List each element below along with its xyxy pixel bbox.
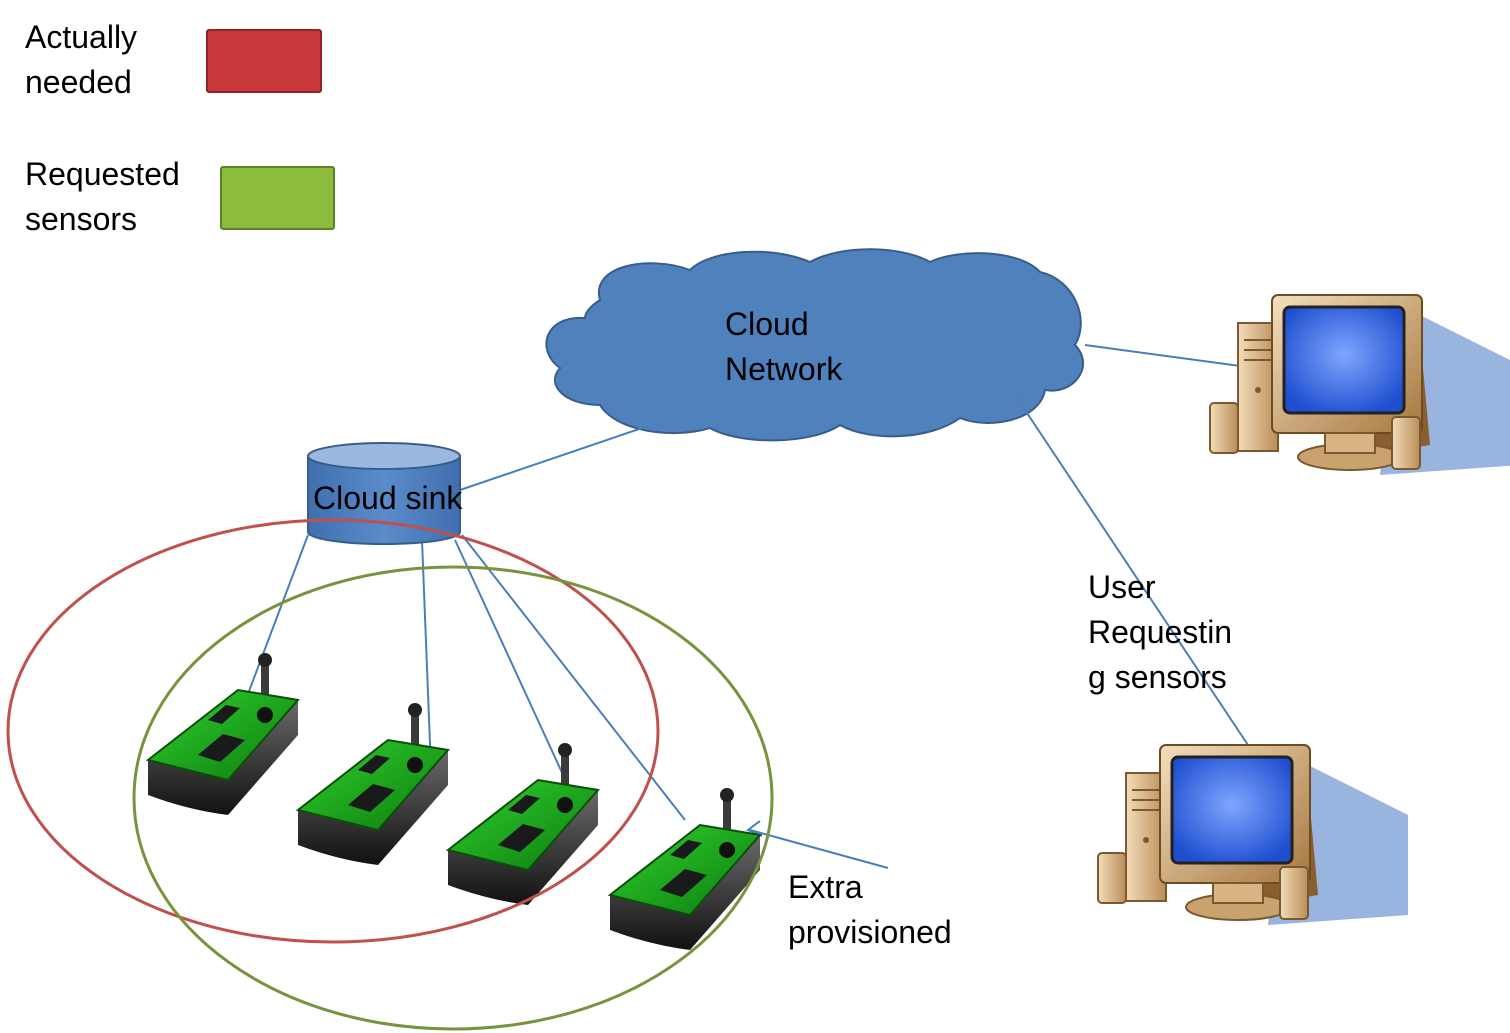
- link-sink-sensor-4: [461, 534, 686, 821]
- user-requesting-label: User Requestin g sensors: [1088, 565, 1232, 700]
- legend-requested-swatch: [220, 166, 335, 230]
- sensor-node-icon: [447, 742, 599, 906]
- legend-needed-label: Actually needed: [25, 15, 137, 105]
- desktop-computer-icon: [1096, 743, 1410, 927]
- link-cloud-computer-bottom: [1014, 394, 1249, 746]
- legend-needed-line1: Actually: [25, 19, 138, 55]
- cloud-label-line2: Network: [725, 351, 843, 387]
- extra-label-line1: Extra: [788, 869, 863, 905]
- sensor-node-icon: [297, 702, 449, 866]
- link-sink-sensor-1: [239, 534, 309, 716]
- cloud-label-line1: Cloud: [725, 306, 809, 342]
- connection-lines: [239, 344, 1271, 869]
- extra-provisioned-label: Extra provisioned: [788, 865, 952, 955]
- extra-pointer-line: [749, 829, 889, 869]
- legend-needed-line2: needed: [25, 64, 132, 100]
- link-sink-sensor-3: [454, 539, 571, 791]
- user-label-line3: g sensors: [1088, 659, 1227, 695]
- legend-needed-swatch: [206, 29, 322, 93]
- legend-requested-line2: sensors: [25, 201, 138, 237]
- legend-requested-line1: Requested: [25, 156, 180, 192]
- sensor-node-icon: [147, 652, 299, 816]
- legend-requested-label: Requested sensors: [25, 152, 180, 242]
- cloud-network-label: Cloud Network: [725, 302, 842, 392]
- desktop-computer-icon: [1208, 293, 1510, 477]
- extra-label-line2: provisioned: [788, 914, 952, 950]
- database-icon: [307, 442, 461, 545]
- requested-region-ellipse: [132, 565, 774, 1031]
- cloud-icon: [545, 248, 1085, 442]
- needed-region-ellipse: [6, 518, 660, 944]
- user-label-line1: User: [1088, 569, 1156, 605]
- user-label-line2: Requestin: [1088, 614, 1233, 650]
- cloud-sink-label: Cloud sink: [313, 480, 463, 516]
- link-sink-cloud: [459, 425, 649, 491]
